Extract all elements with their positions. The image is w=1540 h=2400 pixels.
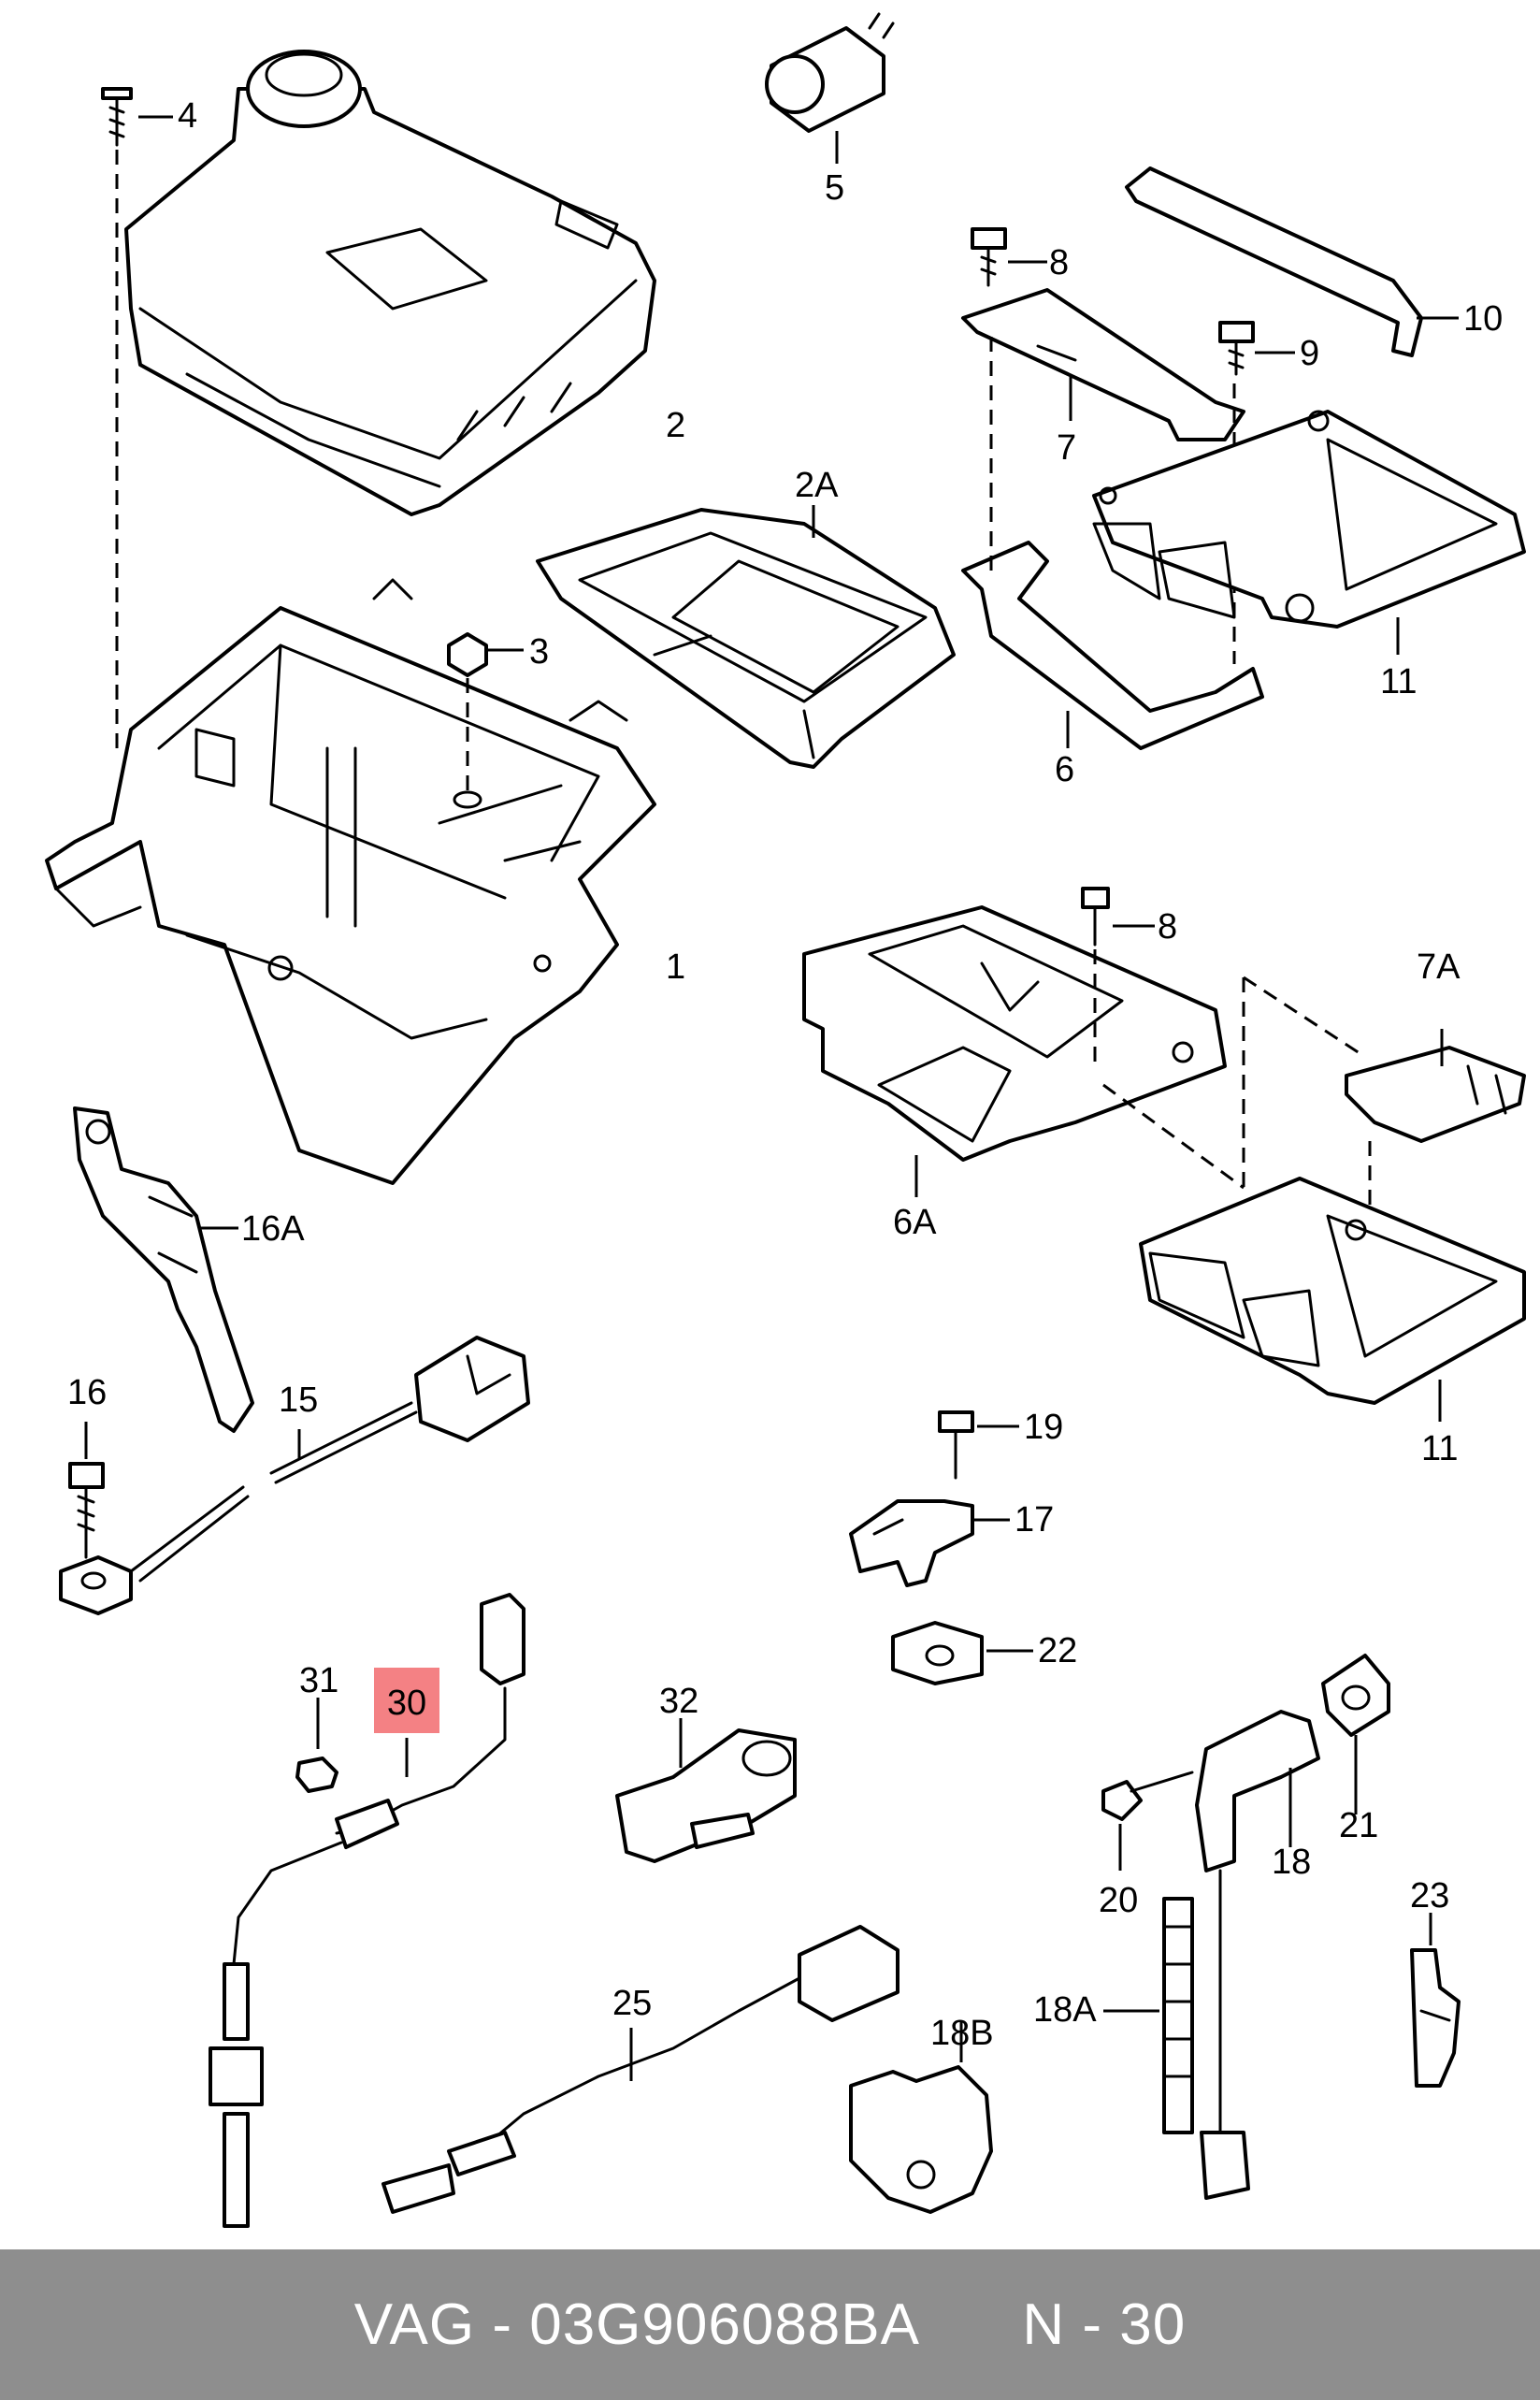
- label-8-upper[interactable]: 8: [1049, 243, 1070, 282]
- footer-part-number: VAG - 03G906088BA: [353, 2292, 920, 2357]
- part-17-camshaft-sensor[interactable]: [849, 1499, 974, 1587]
- label-21[interactable]: 21: [1339, 1806, 1379, 1845]
- part-11-ecu-lower[interactable]: [1139, 1177, 1526, 1405]
- part-25-lambda-probe[interactable]: [381, 1925, 900, 2214]
- part-8-bolt-upper[interactable]: [971, 227, 1007, 287]
- part-31-clip[interactable]: [295, 1757, 338, 1793]
- label-11-upper[interactable]: 11: [1380, 662, 1418, 701]
- label-19[interactable]: 19: [1024, 1408, 1064, 1447]
- part-16A-bracket[interactable]: [73, 1106, 254, 1433]
- part-2A-tray[interactable]: [536, 508, 956, 769]
- label-7[interactable]: 7: [1057, 428, 1077, 468]
- label-1[interactable]: 1: [666, 947, 686, 987]
- part-6-holder[interactable]: [961, 541, 1264, 750]
- highlight-30: [374, 1668, 439, 1733]
- part-23-clip[interactable]: [1410, 1948, 1461, 2088]
- part-19-bolt[interactable]: [938, 1410, 974, 1480]
- part-2-cover[interactable]: [124, 50, 656, 516]
- label-5[interactable]: 5: [825, 168, 845, 208]
- part-3-nut[interactable]: [447, 632, 488, 809]
- label-31[interactable]: 31: [299, 1661, 339, 1700]
- label-16A[interactable]: 16A: [241, 1209, 305, 1249]
- label-2A[interactable]: 2A: [795, 466, 839, 505]
- label-2[interactable]: 2: [666, 406, 686, 445]
- label-23[interactable]: 23: [1410, 1876, 1450, 1916]
- label-15[interactable]: 15: [279, 1381, 319, 1420]
- label-32[interactable]: 32: [659, 1682, 699, 1721]
- label-6A[interactable]: 6A: [893, 1203, 937, 1242]
- label-25[interactable]: 25: [612, 1984, 653, 2023]
- label-22[interactable]: 22: [1038, 1631, 1078, 1670]
- part-16-bolt[interactable]: [68, 1462, 105, 1559]
- label-30[interactable]: 30: [386, 1684, 427, 1723]
- part-5-relay[interactable]: [765, 12, 895, 133]
- part-7A-bracket[interactable]: [1345, 1046, 1526, 1143]
- part-4-screw[interactable]: [101, 87, 133, 147]
- part-18A-sleeve[interactable]: [1162, 1897, 1194, 2134]
- footer-position: N - 30: [1022, 2292, 1187, 2357]
- label-9[interactable]: 9: [1300, 334, 1320, 373]
- label-18B[interactable]: 18B: [930, 2014, 994, 2053]
- part-1-box-housing[interactable]: [45, 578, 656, 1185]
- part-21-o-ring[interactable]: [1321, 1654, 1390, 1737]
- part-9-bolt[interactable]: [1218, 321, 1255, 376]
- label-17[interactable]: 17: [1015, 1500, 1055, 1540]
- label-11-lower[interactable]: 11: [1421, 1429, 1459, 1468]
- label-6[interactable]: 6: [1055, 750, 1075, 789]
- part-8-bolt-lower[interactable]: [1081, 887, 1110, 947]
- part-22-gasket[interactable]: [891, 1621, 984, 1685]
- part-30-temperature-sensor[interactable]: [209, 1593, 525, 2228]
- part-11-ecu-upper[interactable]: [1092, 410, 1526, 629]
- parts-diagram: [45, 12, 1526, 2228]
- footer-spacer: [920, 2292, 1022, 2358]
- label-3[interactable]: 3: [529, 632, 550, 672]
- part-32-pressure-sensor[interactable]: [615, 1728, 797, 1863]
- label-20[interactable]: 20: [1099, 1881, 1139, 1920]
- label-18[interactable]: 18: [1272, 1843, 1312, 1882]
- label-18A[interactable]: 18A: [1033, 1990, 1097, 2030]
- label-10[interactable]: 10: [1463, 299, 1504, 339]
- part-10-strap[interactable]: [1125, 166, 1423, 357]
- label-16[interactable]: 16: [67, 1373, 108, 1412]
- part-18-speed-sensor[interactable]: [1195, 1710, 1320, 2200]
- part-20-bolt[interactable]: [1101, 1771, 1194, 1821]
- part-18B-heat-shield[interactable]: [849, 2065, 993, 2214]
- part-7-bracket[interactable]: [961, 288, 1245, 441]
- part-15-knock-sensor[interactable]: [59, 1336, 530, 1615]
- label-7A[interactable]: 7A: [1417, 947, 1461, 987]
- footer-bar: VAG - 03G906088BA N - 30: [0, 2249, 1540, 2400]
- label-4[interactable]: 4: [178, 96, 198, 136]
- label-8-lower[interactable]: 8: [1158, 907, 1178, 947]
- part-6A-tray[interactable]: [802, 905, 1227, 1162]
